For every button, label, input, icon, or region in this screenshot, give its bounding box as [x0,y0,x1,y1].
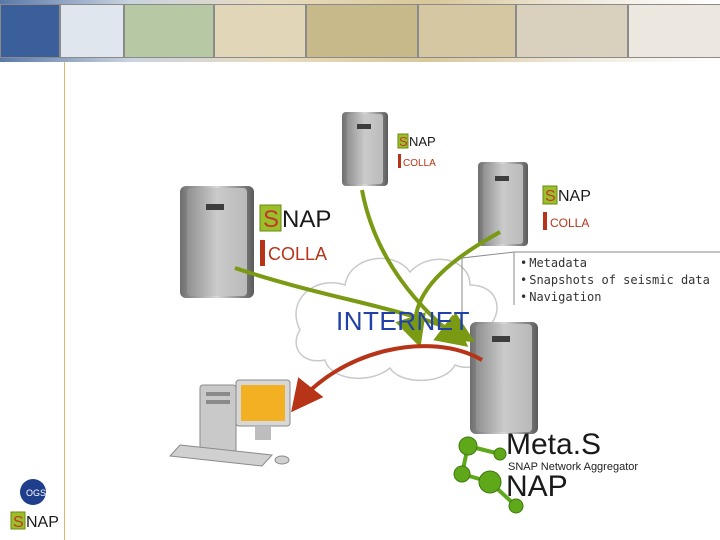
banner-thumbnail [516,4,628,58]
banner-thumbnail [214,4,306,58]
server-left-icon [180,186,254,298]
svg-text:NAP: NAP [282,206,331,233]
server-right-icon [478,162,528,246]
server-metasnap-icon [470,322,538,434]
svg-text:NAP: NAP [26,514,59,531]
aggregator-title: Meta.S [506,428,602,461]
svg-text:NAP: NAP [409,134,436,149]
aggregator-title-continued: NAP [506,470,568,503]
svg-text:COLLA: COLLA [403,158,436,169]
server-top-icon [342,112,388,186]
banner-thumbnail [418,4,516,58]
snap-footer-logo: S NAP [10,511,59,531]
info-list: Metadata Snapshots of seismic data Navig… [520,255,710,306]
svg-text:COLLA: COLLA [268,244,327,264]
ogs-logo: OGS [20,479,46,505]
callout-line [461,251,720,330]
svg-text:NAP: NAP [558,188,591,205]
snap-logo-right: S NAP COLLA [542,185,591,230]
vertical-rule [64,62,65,540]
banner-thumbnail [60,4,124,58]
snap-logo-top: S NAP COLLA [397,133,436,169]
header-banner [0,0,720,62]
snap-logo-left: S NAP COLLA [259,204,331,266]
client-computer-icon [168,379,291,467]
banner-thumbnail [0,4,60,58]
svg-text:S: S [13,514,24,531]
arrow-right-to-hub [395,230,501,348]
svg-text:COLLA: COLLA [550,216,589,230]
info-item: Navigation [520,289,710,306]
banner-thumbnail [306,4,418,58]
info-item: Metadata [520,255,710,272]
arrow-hub-to-client [291,344,483,413]
banner-thumbnail [124,4,214,58]
svg-text:S: S [399,134,408,149]
internet-label: INTERNET [336,306,470,336]
info-item: Snapshots of seismic data [520,272,710,289]
svg-text:OGS: OGS [26,488,46,498]
svg-text:S: S [545,188,556,205]
banner-thumbnail [628,4,720,58]
aggregator-network-icon [453,436,524,514]
arrow-top-to-hub [360,189,469,347]
svg-text:S: S [263,206,279,233]
aggregator-subtitle: SNAP Network Aggregator [508,461,639,473]
